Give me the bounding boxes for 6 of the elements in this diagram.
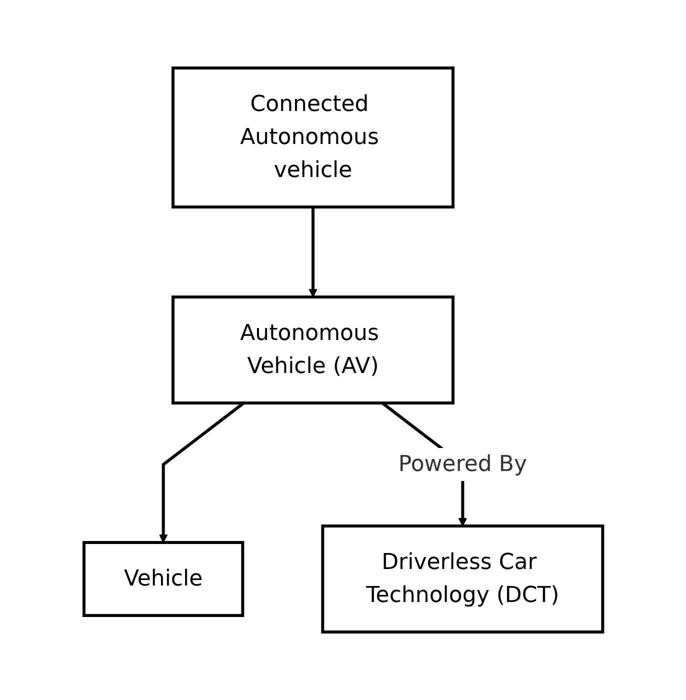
node-box: Autonomous Vehicle (AV) [171, 296, 454, 404]
edge-label: Powered By [398, 452, 527, 477]
node-box: Vehicle [82, 541, 244, 617]
node-box: Connected Autonomous vehicle [171, 66, 454, 208]
arrow [308, 207, 318, 298]
node-box: Driverless Car Technology (DCT) [320, 524, 604, 634]
